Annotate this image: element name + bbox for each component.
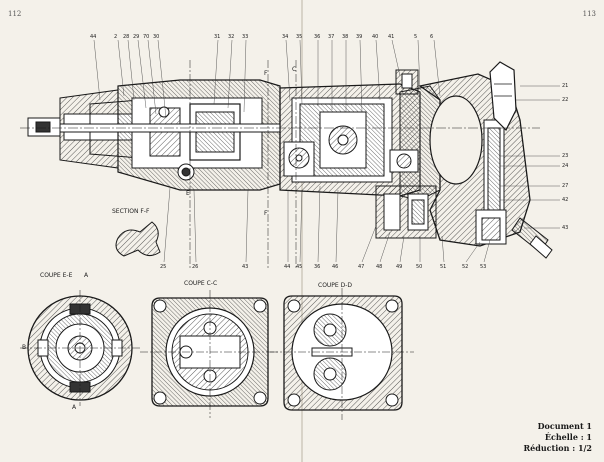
callout: 31 [214, 34, 221, 40]
coupe-e-view [20, 290, 140, 406]
callout: 46 [332, 264, 339, 270]
callout: 49 [396, 264, 403, 270]
section-f-view [115, 221, 161, 257]
callout: 21 [562, 83, 569, 89]
hammer-case [117, 79, 281, 191]
callout: 25 [160, 264, 167, 270]
document-label: Document 1 [537, 421, 592, 431]
air-inlet-fitting [511, 217, 553, 259]
callout: 29 [133, 34, 140, 40]
caption-coupe-e: COUPE E-E [40, 272, 73, 279]
scale-label: Échelle : 1 [544, 432, 592, 442]
top-leader-lines [93, 39, 441, 119]
square-drive [27, 117, 61, 137]
main-section-view [20, 60, 553, 270]
callout: 44 [90, 34, 97, 40]
reduction-label: Réduction : 1/2 [523, 443, 592, 453]
callout: 41 [388, 34, 395, 40]
callout: 30 [153, 34, 160, 40]
callout: 43 [242, 264, 249, 270]
cut-marker-a-top: A [84, 272, 89, 279]
coupe-d-view [270, 288, 414, 420]
callout: 2 [114, 34, 118, 40]
motor-housing [279, 83, 421, 197]
document-info-block: Document 1 Échelle : 1 Réduction : 1/2 [524, 421, 592, 454]
caption-section-f: SECTION F-F [112, 208, 150, 215]
right-page-number: 113 [582, 10, 596, 18]
caption-coupe-d: COUPE D-D [318, 282, 353, 289]
coupe-c-view [140, 290, 280, 418]
callout: 35 [296, 34, 303, 40]
callout: 32 [228, 34, 235, 40]
callout: 47 [358, 264, 365, 270]
bottom-leader-lines [163, 185, 491, 263]
caption-coupe-c: COUPE C-C [184, 280, 218, 287]
callout: 37 [328, 34, 335, 40]
callout: 51 [440, 264, 447, 270]
callout: 52 [462, 264, 469, 270]
left-page-number: 112 [8, 10, 22, 18]
callout: 5 [414, 34, 418, 40]
callout: 34 [282, 34, 289, 40]
callout: 36 [314, 264, 321, 270]
callout: 48 [376, 264, 383, 270]
callout: 44 [284, 264, 291, 270]
callout: 28 [123, 34, 130, 40]
callout: 22 [562, 97, 569, 103]
callout: 42 [562, 197, 569, 203]
callout: 43 [562, 225, 569, 231]
callout: 26 [192, 264, 199, 270]
callout: 53 [480, 264, 487, 270]
callout: 36 [314, 34, 321, 40]
cut-marker-f-bottom: F [264, 210, 268, 217]
cut-marker-b: B [22, 344, 27, 351]
callout: 40 [372, 34, 379, 40]
callout: 45 [296, 264, 303, 270]
cut-marker-f-top: F [264, 70, 268, 77]
right-leader-lines [500, 85, 560, 229]
cut-marker-e: E [186, 190, 190, 197]
callout: 23 [562, 153, 569, 159]
callout: 6 [430, 34, 434, 40]
callout: 70 [143, 34, 150, 40]
cut-marker-a-bottom: A [72, 404, 77, 411]
cut-marker-c: C [292, 66, 297, 73]
callout: 39 [356, 34, 363, 40]
callout: 33 [242, 34, 249, 40]
lower-valve-block [375, 185, 437, 239]
callout: 24 [562, 163, 569, 169]
callout: 27 [562, 183, 569, 189]
callout: 38 [342, 34, 349, 40]
callout: 50 [416, 264, 423, 270]
